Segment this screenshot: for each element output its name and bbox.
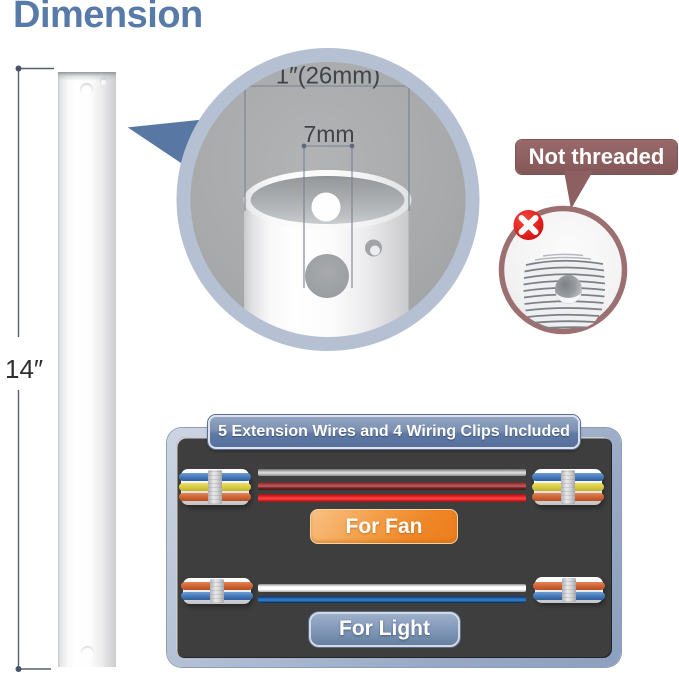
- svg-text:7mm: 7mm: [303, 121, 354, 147]
- svg-text:1″(26mm): 1″(26mm): [276, 63, 381, 90]
